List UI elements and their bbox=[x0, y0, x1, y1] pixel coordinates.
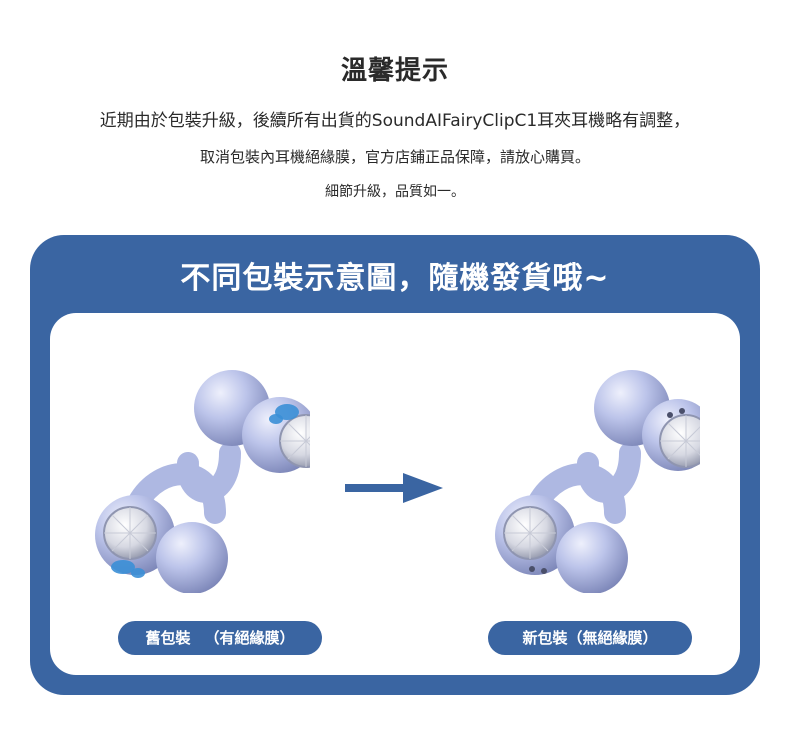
packaging-comparison-panel: 不同包裝示意圖，隨機發貨哦~ bbox=[30, 235, 760, 695]
new-package-name: 新包裝 bbox=[522, 629, 568, 647]
old-package-name: 舊包裝 bbox=[145, 629, 191, 647]
old-package-note: （有絕緣膜） bbox=[204, 629, 295, 647]
panel-content: 舊包裝 （有絕緣膜） 新包裝（無絕緣膜） bbox=[50, 313, 740, 675]
notice-title: 溫馨提示 bbox=[340, 56, 449, 86]
notice-line-1: 近期由於包裝升級，後續所有出貨的SoundAIFairyClipC1耳夾耳機略有… bbox=[99, 111, 691, 131]
notice-line-2: 取消包裝內耳機絕緣膜，官方店鋪正品保障，請放心購買。 bbox=[199, 148, 590, 166]
old-package-label: 舊包裝 （有絕緣膜） bbox=[118, 621, 322, 655]
right-arrow-icon bbox=[345, 473, 445, 507]
new-package-note: （無絕緣膜） bbox=[567, 629, 658, 647]
new-package-label: 新包裝（無絕緣膜） bbox=[488, 621, 692, 655]
new-package-earbuds-image bbox=[450, 353, 700, 593]
old-package-earbuds-image bbox=[80, 353, 310, 593]
notice-line-3: 細節升級，品質如一。 bbox=[325, 184, 465, 200]
panel-heading: 不同包裝示意圖，隨機發貨哦~ bbox=[180, 261, 610, 296]
